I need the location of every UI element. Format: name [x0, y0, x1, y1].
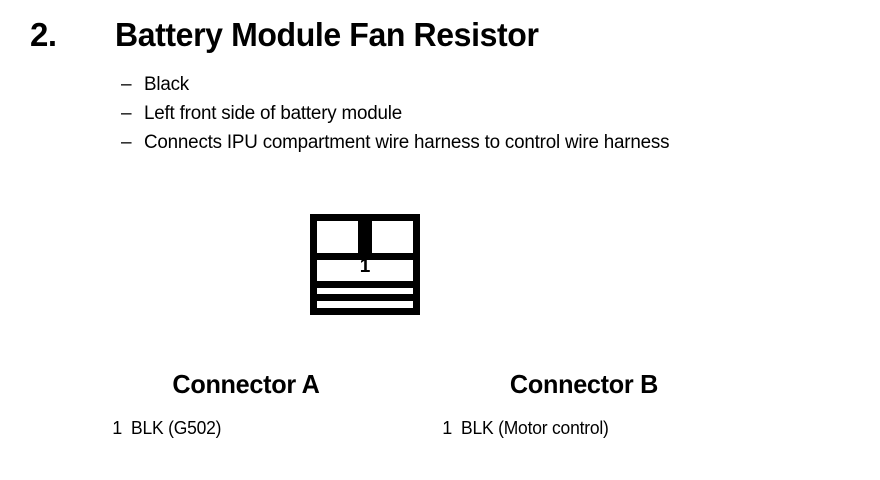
connector-a-heading: Connector A [172, 369, 320, 399]
connector-b-heading: Connector B [509, 369, 659, 399]
pin-description: BLK (Motor control) [461, 418, 609, 438]
notch-base-rule [317, 253, 413, 260]
dash-icon: – [121, 74, 132, 95]
pin-number: 1 [112, 418, 122, 438]
item-title: Battery Module Fan Resistor [114, 16, 539, 53]
list-item-label: Left front side of battery module [144, 103, 403, 124]
connector-symbol: 1 [310, 214, 420, 315]
page-title: 2. Battery Module Fan Resistor [30, 18, 551, 51]
list-item-label: Connects IPU compartment wire harness to… [144, 132, 670, 153]
list-item: – Left front side of battery module [121, 99, 871, 128]
table-row: 1 BLK (G502) [102, 416, 396, 440]
list-item: – Connects IPU compartment wire harness … [121, 128, 871, 157]
connector-b-pin-table: 1 BLK (Motor control) [424, 416, 744, 440]
dash-icon: – [121, 103, 132, 124]
pin-number: 1 [442, 418, 452, 438]
table-row: 1 BLK (Motor control) [432, 416, 744, 440]
terminal-bar-1 [317, 281, 413, 288]
symbol-pin-number: 1 [359, 256, 371, 277]
connector-b-section: Connector B 1 BLK (Motor control) [424, 368, 744, 440]
list-item: – Black [121, 70, 871, 99]
list-item-label: Black [144, 74, 190, 95]
connector-a-section: Connector A 1 BLK (G502) [96, 368, 396, 440]
terminal-bar-2 [317, 294, 413, 301]
item-number: 2. [30, 16, 57, 53]
notch-divider [358, 221, 372, 260]
connector-a-pin-table: 1 BLK (G502) [96, 416, 396, 440]
dash-icon: – [121, 132, 132, 153]
pin-description: BLK (G502) [131, 418, 222, 438]
description-list: – Black – Left front side of battery mod… [121, 70, 871, 157]
